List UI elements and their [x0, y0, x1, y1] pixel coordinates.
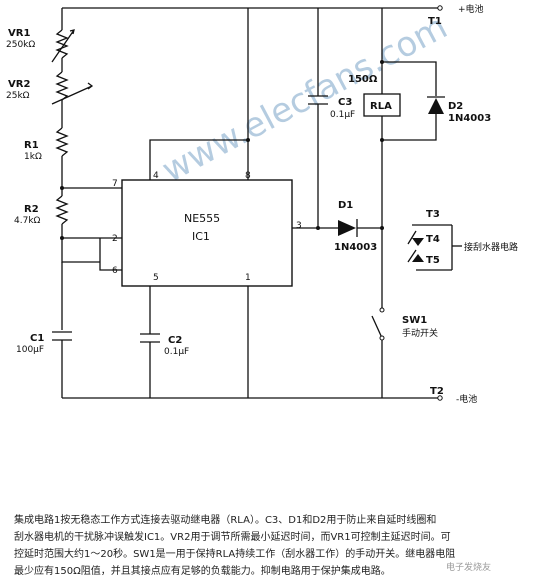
caption-line-3: 控延时范围大约1～20秒。SW1是一用于保持RLA持续工作（刮水器工作）的手动开… — [14, 549, 456, 560]
r2-label: R2 — [24, 204, 39, 215]
c1-label: C1 — [30, 333, 44, 344]
pin-4-label: 4 — [153, 171, 159, 181]
vr2-resistor — [55, 71, 69, 101]
r1-label: R1 — [24, 140, 39, 151]
t4-label: T4 — [426, 234, 440, 245]
caption-line-4: 最少应有150Ω阻值，并且其接点应有足够的负载能力。抑制电路用于保护集成电路。 — [14, 566, 391, 577]
t5-label: T5 — [426, 255, 440, 266]
r1-resistor — [55, 127, 69, 157]
pin6-wire — [61, 238, 122, 271]
vr2-value: 25kΩ — [6, 91, 30, 101]
sw1-note: 手动开关 — [402, 327, 438, 339]
c3-label: C3 — [338, 97, 352, 108]
t1-label: T1 — [428, 16, 442, 27]
d1-label: D1 — [338, 200, 353, 211]
c1-value: 100μF — [16, 345, 44, 355]
vr2-arrow — [51, 82, 94, 105]
pin4-8-wire — [149, 8, 249, 180]
caption-line-2: 刮水器电机的干扰脉冲误触发IC1。VR2用于调节所需最小延迟时间，而VR1可控制… — [14, 532, 451, 543]
pin-1-label: 1 — [245, 273, 251, 283]
top-rail-wire — [61, 7, 440, 20]
terminal-t1 — [437, 5, 443, 11]
vr1-arrow — [51, 29, 75, 63]
r-relay-label: 150Ω — [348, 74, 378, 85]
d2-label: D2 — [448, 101, 463, 112]
c2-capacitor — [140, 286, 160, 398]
r1-value: 1kΩ — [24, 152, 42, 162]
terminal-t2 — [437, 395, 443, 401]
pin-7-label: 7 — [112, 179, 118, 189]
sw1-contact-bottom — [379, 335, 385, 341]
pin-5-label: 5 — [153, 273, 159, 283]
caption-line-1: 集成电路1按无稳态工作方式连接去驱动继电器（RLA）。C3、D1和D2用于防止来… — [14, 515, 437, 526]
watermark-text: www.elecfans.com — [156, 7, 454, 191]
d1-value: 1N4003 — [334, 242, 377, 253]
t1-note: +电池 — [458, 3, 484, 15]
pin-6-label: 6 — [112, 266, 118, 276]
ic-part: NE555 — [184, 212, 220, 225]
c3-capacitor — [308, 8, 328, 228]
ic-ref: IC1 — [192, 230, 210, 243]
d2-diode — [428, 98, 444, 114]
t2-note: -电池 — [456, 393, 477, 405]
sw1-contact-top — [379, 307, 385, 313]
c2-label: C2 — [168, 335, 182, 346]
pin-3-label: 3 — [296, 221, 302, 231]
d2-value: 1N4003 — [448, 113, 491, 124]
vr1-resistor — [55, 29, 69, 59]
t3-label: T3 — [426, 209, 440, 220]
relay-contacts — [407, 224, 453, 271]
t2-label: T2 — [430, 386, 444, 397]
wiper-circuit-note: 接刮水器电路 — [464, 241, 518, 253]
ne555-ic — [121, 179, 293, 287]
figure-caption: 集成电路1按无稳态工作方式连接去驱动继电器（RLA）。C3、D1和D2用于防止来… — [14, 512, 532, 580]
r2-value: 4.7kΩ — [14, 216, 41, 226]
rla-label: RLA — [370, 101, 392, 112]
vr1-label: VR1 — [8, 28, 30, 39]
r2-resistor — [55, 195, 69, 225]
c1-capacitor — [52, 331, 72, 341]
vr1-value: 250kΩ — [6, 40, 35, 50]
d1-diode — [338, 220, 356, 236]
corner-watermark: 电子发烧友 — [446, 563, 492, 573]
sw1-label: SW1 — [402, 315, 427, 326]
c2-value: 0.1μF — [164, 347, 189, 357]
sw1-lever — [371, 315, 383, 339]
pin-2-label: 2 — [112, 234, 118, 244]
vr2-label: VR2 — [8, 79, 30, 90]
c3-value: 0.1μF — [330, 110, 355, 120]
